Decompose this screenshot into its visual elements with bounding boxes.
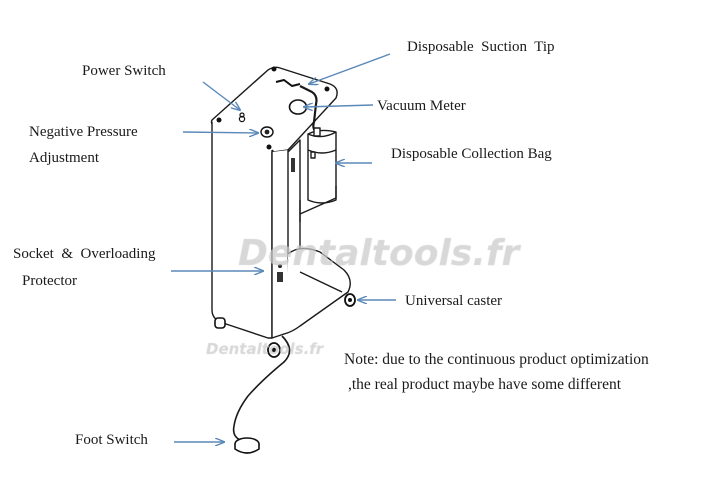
label-collection-bag: Disposable Collection Bag	[391, 146, 552, 162]
arrow-suction-tip	[309, 53, 391, 84]
note-line1: Note: due to the continuous product opti…	[344, 351, 649, 368]
caster-left	[214, 317, 226, 329]
socket-dot	[278, 264, 282, 268]
note-line2: ,the real product maybe have some differ…	[348, 376, 622, 393]
label-socket-line2: Protector	[22, 273, 77, 289]
label-power-switch: Power Switch	[82, 63, 166, 79]
caster-front	[267, 342, 281, 358]
foot-switch-cable	[232, 335, 291, 441]
device-illustration	[210, 66, 356, 454]
vent-slot-upper	[291, 158, 295, 172]
label-negative-pressure-line1: Negative Pressure	[29, 124, 138, 140]
label-suction-tip: Disposable Suction Tip	[407, 39, 555, 55]
arrow-vacuum-meter	[304, 105, 374, 107]
device-body-front	[211, 122, 273, 339]
foot-switch-pedal	[234, 437, 260, 454]
watermark-small: Dentaltools.fr	[206, 340, 324, 358]
arrow-power-switch	[202, 81, 240, 110]
device-base	[283, 247, 351, 335]
watermark-main: Dentaltools.fr	[238, 233, 520, 274]
label-universal-caster: Universal caster	[405, 293, 503, 309]
label-negative-pressure-line2: Adjustment	[29, 150, 99, 166]
arrow-negative-pressure	[182, 132, 258, 133]
power-switch	[238, 112, 246, 123]
callout-arrows	[171, 53, 396, 442]
vacuum-meter	[288, 99, 308, 115]
collection-bag	[307, 127, 337, 204]
label-vacuum-meter: Vacuum Meter	[377, 98, 466, 114]
caster-right	[344, 293, 356, 307]
brand-logo	[275, 79, 301, 87]
label-foot-switch: Foot Switch	[75, 432, 148, 448]
pressure-knob	[260, 126, 274, 138]
socket	[277, 272, 283, 282]
label-socket-line1: Socket & Overloading	[13, 246, 156, 262]
